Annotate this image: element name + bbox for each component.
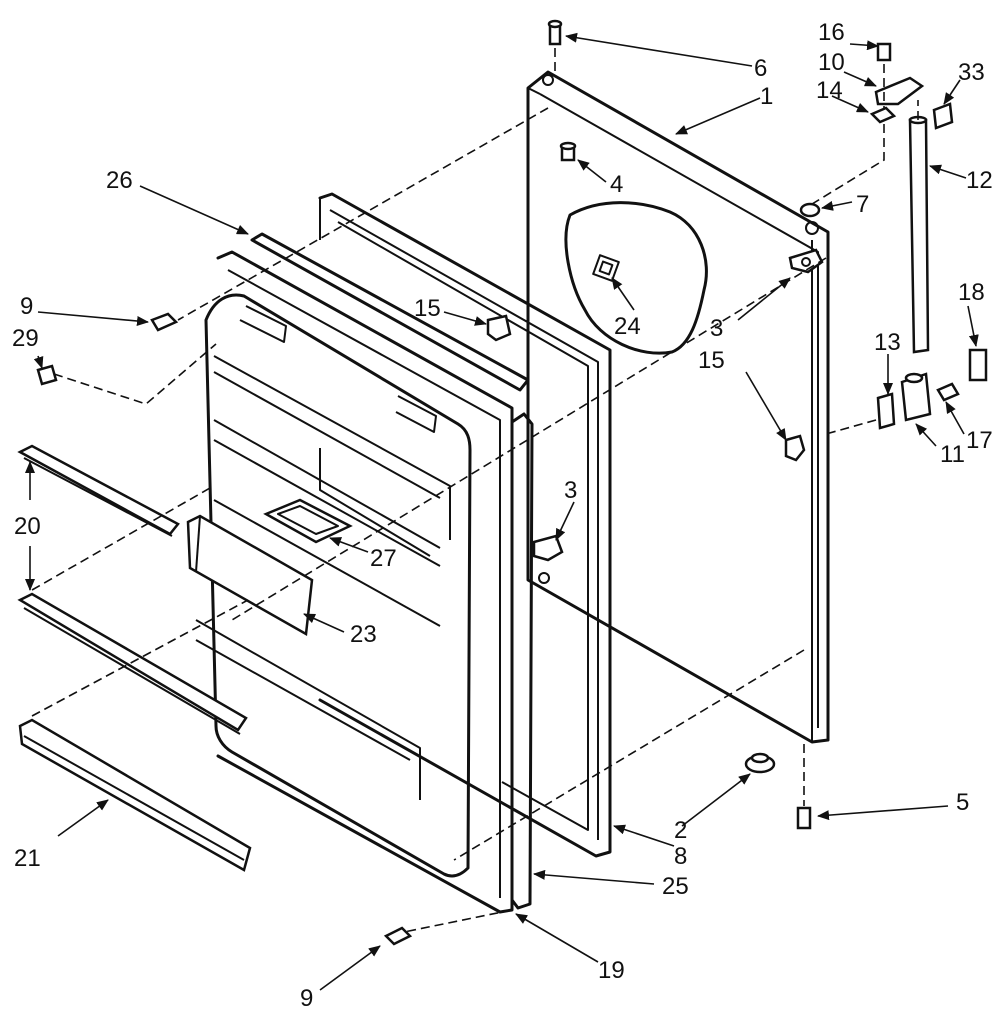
outer-door-panel xyxy=(526,70,830,744)
inner-door-liner xyxy=(195,250,514,914)
callout-11: 11 xyxy=(940,441,965,468)
callout-9-upper: 9 xyxy=(20,293,33,320)
bracket-15-right xyxy=(784,434,806,462)
upper-hinge-bracket xyxy=(788,248,824,274)
alignment-lines xyxy=(31,48,919,933)
hinge-bracket-11 xyxy=(900,372,932,422)
door-bar-23 xyxy=(186,514,314,637)
callout-3-lower: 3 xyxy=(564,477,577,504)
butter-dish-27 xyxy=(263,498,353,544)
callout-15-left: 15 xyxy=(414,295,441,322)
callout-9-lower: 9 xyxy=(300,985,313,1012)
callout-2: 2 xyxy=(674,817,687,844)
callout-27: 27 xyxy=(370,545,397,572)
callout-1: 1 xyxy=(760,83,773,110)
callout-13: 13 xyxy=(874,329,901,356)
lower-hinge-bracket xyxy=(532,534,564,584)
screw-5 xyxy=(796,806,812,830)
callout-33: 33 xyxy=(958,59,985,86)
callout-6: 6 xyxy=(754,55,767,82)
plug-7 xyxy=(799,202,821,218)
callout-21: 21 xyxy=(14,845,41,872)
foot-2 xyxy=(744,752,776,774)
callout-29: 29 xyxy=(12,325,39,352)
hinge-rod-12 xyxy=(908,115,930,354)
plate-33 xyxy=(932,102,954,130)
callout-5: 5 xyxy=(956,789,969,816)
callout-17: 17 xyxy=(966,427,993,454)
callout-25: 25 xyxy=(662,873,689,900)
shelf-21 xyxy=(18,718,252,872)
callout-20: 20 xyxy=(14,513,41,540)
breaker-strip-26 xyxy=(250,232,530,392)
side-trim-25 xyxy=(510,412,534,910)
clip-29 xyxy=(36,364,58,386)
callout-3-upper: 3 xyxy=(710,315,723,342)
callout-labels: 16 6 10 33 14 1 12 4 7 26 18 9 15 24 3 2… xyxy=(12,19,993,1012)
callout-7: 7 xyxy=(856,191,869,218)
door-gasket xyxy=(318,192,612,858)
callout-10: 10 xyxy=(818,49,845,76)
callout-4: 4 xyxy=(610,171,623,198)
callout-19: 19 xyxy=(598,957,625,984)
bracket-15-left xyxy=(486,314,512,342)
leader-arrows xyxy=(25,32,979,991)
callout-8: 8 xyxy=(674,843,687,870)
washer-14 xyxy=(869,106,897,124)
callout-23: 23 xyxy=(350,621,377,648)
screw-9-upper xyxy=(150,312,179,332)
callout-24: 24 xyxy=(614,313,641,340)
callout-16: 16 xyxy=(818,19,845,46)
plug-4 xyxy=(559,141,577,162)
callout-15-right: 15 xyxy=(698,347,725,374)
screw-6 xyxy=(547,19,563,46)
shelf-bar-20-upper xyxy=(17,444,180,537)
callout-18: 18 xyxy=(958,279,985,306)
hinge-10 xyxy=(874,76,925,106)
stop-18 xyxy=(968,348,988,382)
callout-26: 26 xyxy=(106,167,133,194)
screw-17 xyxy=(936,382,960,402)
insulation-cutaway xyxy=(564,201,708,355)
screw-16 xyxy=(876,42,892,62)
callout-14: 14 xyxy=(816,77,843,104)
screw-9-lower xyxy=(383,926,413,946)
bracket-13 xyxy=(876,392,896,430)
callout-12: 12 xyxy=(966,167,993,194)
